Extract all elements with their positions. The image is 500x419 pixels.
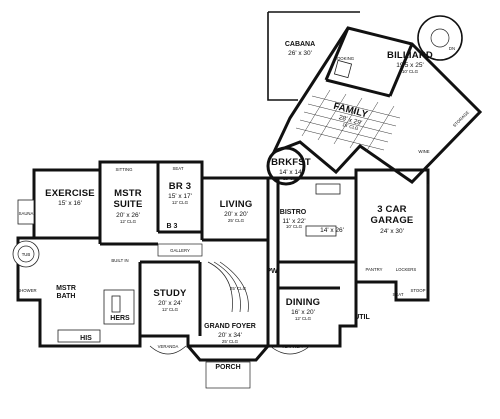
turret-stair (417, 15, 463, 61)
suite-dim: 20' x 26' (116, 212, 140, 219)
lockers-label: LOCKERS (396, 267, 417, 272)
stoop-label: STOOP (411, 288, 426, 293)
garage-dim: 24' x 30' (380, 228, 404, 235)
exercise-dim: 15' x 16' (58, 200, 82, 207)
foyer-clg: 25' CLG (222, 339, 239, 344)
cabana-dim: 26' x 30' (288, 50, 312, 57)
pantry-label: PANTRY (365, 267, 382, 272)
turret-core (430, 28, 450, 48)
living-dim: 20' x 20' (224, 211, 248, 218)
family-billiard-divider-2 (388, 43, 414, 97)
veranda-left-label: VERANDA (158, 344, 179, 349)
porch-name: PORCH (215, 364, 240, 371)
room-labels: CABANA 26' x 30' BILLIARD 19'5 x 25' 10'… (45, 41, 433, 371)
family-wing (271, 26, 483, 184)
living-name: LIVING (220, 199, 253, 210)
bistro-dim: 11' x 22' (282, 218, 305, 225)
veranda-right (269, 345, 311, 355)
br3-name: BR 3 (169, 181, 191, 192)
veranda-right-label: VERANDA (282, 344, 303, 349)
his-label: HIS (80, 335, 92, 342)
suite-clg: 12' CLG (120, 219, 137, 224)
kitchen-dim: 14' x 26' (320, 227, 344, 234)
vanity (111, 295, 121, 313)
cabana-outline (267, 12, 298, 101)
living-clg: 25' CLG (228, 218, 245, 223)
seat-label: SEAT (173, 166, 184, 171)
seat2-label: SEAT (393, 292, 404, 297)
cooking-label: COOKING (334, 56, 355, 61)
sauna-label: SAUNA (19, 211, 34, 216)
family-clg: 16' CLG (342, 122, 360, 131)
family-billiard-divider-3 (325, 78, 391, 98)
right-block (266, 168, 430, 348)
bath-name-1: MSTR (56, 285, 76, 292)
kitchen-island (305, 225, 337, 237)
study-clg: 12' CLG (162, 307, 179, 312)
br3-dim: 15' x 17' (168, 193, 192, 200)
details (12, 15, 463, 389)
suite-name-2: SUITE (114, 199, 143, 210)
sauna-box (17, 199, 35, 225)
gallery-label: GALLERY (170, 248, 190, 253)
util-label: UTIL (354, 314, 370, 321)
fireplace (333, 59, 353, 79)
brkfst-name: BRKFST (271, 157, 311, 168)
brkfst-clg: 12' CLG (283, 176, 300, 181)
brkfst-bay (266, 146, 306, 186)
br3-clg: 12' CLG (172, 200, 189, 205)
billiard-clg: 10' CLG (402, 69, 419, 74)
foyer-front (186, 345, 270, 362)
gallery-strip (157, 243, 203, 257)
exercise-name: EXERCISE (45, 188, 95, 199)
brkfst-dim: 14' x 14' (279, 169, 303, 176)
bistro-name: BISTRO (280, 209, 307, 216)
b3-label: B 3 (167, 223, 178, 230)
foyer-dim: 20' x 34' (218, 332, 242, 339)
tub-inner (17, 245, 35, 263)
dining-clg: 12' CLG (295, 316, 312, 321)
billiard-dim: 19'5 x 25' (396, 62, 423, 69)
suite-name-1: MSTR (114, 188, 142, 199)
walls (16, 11, 483, 362)
stair-clg-label: 25' CLG (230, 286, 247, 291)
tub-label: TUB (22, 252, 31, 257)
wine-label: WINE (418, 149, 429, 154)
family-billiard-divider (324, 27, 350, 81)
closet-his (57, 329, 101, 343)
hers-label: HERS (110, 315, 130, 322)
billiard-name: BILLIARD (387, 50, 433, 61)
bath-name-2: BATH (57, 293, 76, 300)
garage-name-1: 3 CAR (377, 204, 407, 215)
dining-dim: 16' x 20' (291, 309, 315, 316)
dn-label: DN (449, 46, 455, 51)
left-block (16, 160, 270, 348)
cabana-name: CABANA (285, 41, 315, 48)
pw-label: PW (266, 268, 278, 275)
foyer-stair (207, 261, 249, 313)
kitchen-range (315, 183, 341, 195)
study-dim: 20' x 24' (158, 300, 182, 307)
shower-label: SHOWER (17, 288, 36, 293)
study-name: STUDY (153, 288, 187, 299)
veranda-left (149, 345, 187, 355)
sitting-label: SITTING (116, 167, 134, 172)
bistro-clg: 10' CLG (286, 224, 303, 229)
dining-name: DINING (286, 297, 320, 308)
family-ceiling-hatch (295, 89, 401, 153)
porch-box (205, 361, 251, 389)
garage-name-2: GARAGE (371, 215, 414, 226)
built-in-label: BUILT IN (111, 258, 128, 263)
tub-fixture (12, 240, 40, 268)
foyer-name: GRAND FOYER (204, 323, 256, 330)
